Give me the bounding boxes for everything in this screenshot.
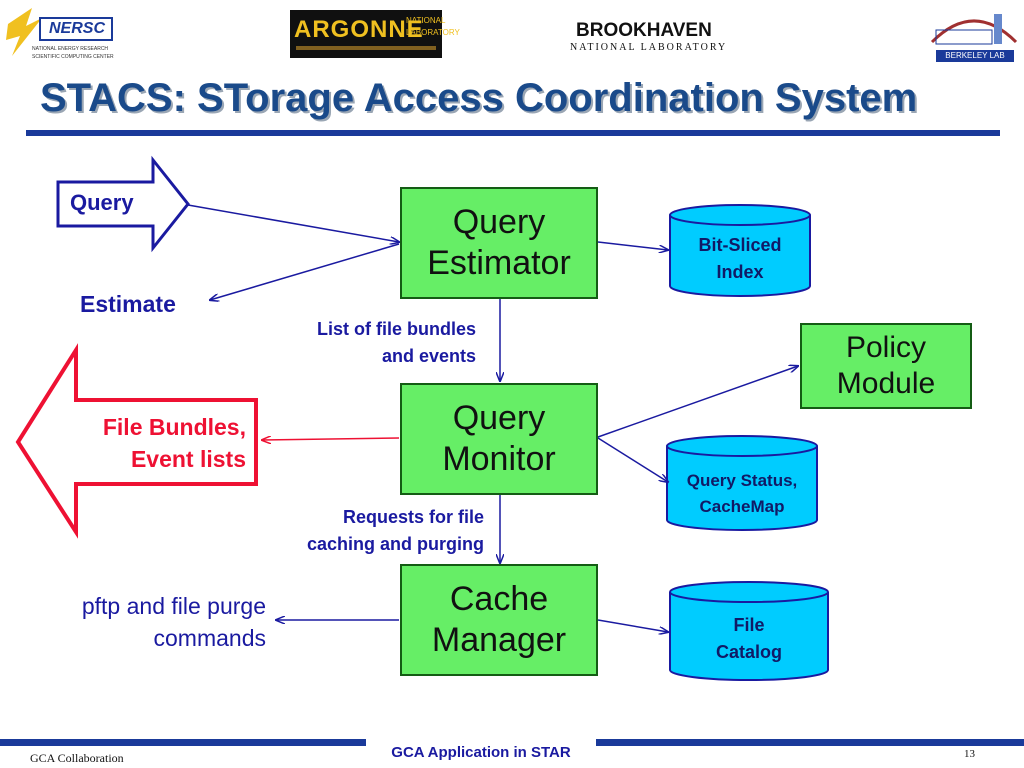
argonne-fine-print — [296, 46, 436, 50]
berkeley-emblem — [930, 14, 1018, 45]
list-of-bundles-label: List of file bundles and events — [262, 316, 476, 370]
berkeley-wordmark: BERKELEY LAB — [945, 51, 1005, 60]
nersc-subtitle-2: SCIENTIFIC COMPUTING CENTER — [32, 54, 114, 60]
query-to-estimator-arrow — [187, 204, 399, 242]
bit-sliced-index-label-1: Bit-Sliced — [698, 235, 782, 255]
query-estimator-label-1: Query — [452, 203, 546, 242]
footer-bar-left — [0, 739, 366, 746]
file-catalog-label: File Catalog — [670, 612, 828, 666]
pftp-label-2: commands — [153, 625, 266, 652]
argonne-side-2: LABORATORY — [406, 28, 460, 37]
estimator-to-estimate-arrow — [210, 243, 400, 300]
requests-label-1: Requests for file — [342, 507, 484, 527]
file-catalog-label-1: File — [733, 615, 765, 635]
title-rule — [26, 130, 1000, 136]
file-bundles-label: File Bundles, Event lists — [60, 411, 246, 475]
query-status-label-1: Query Status, — [686, 471, 798, 490]
nersc-emblem — [6, 8, 113, 56]
page-title: STACS: STorage Access Coordination Syste… — [40, 76, 918, 120]
footer-left: GCA Collaboration — [30, 751, 124, 765]
monitor-to-policy-arrow — [597, 366, 798, 438]
nersc-logo: NERSC NATIONAL ENERGY RESEARCH SCIENTIFI… — [2, 4, 120, 66]
cache-manager-label-1: Cache — [449, 580, 549, 619]
file-bundles-output-arrow — [15, 343, 258, 539]
file-bundles-label-2: Event lists — [130, 446, 246, 473]
monitor-to-bundles-arrow — [262, 438, 400, 440]
argonne-side-1: NATIONAL — [406, 16, 446, 25]
policy-module-box: Policy Module — [800, 323, 972, 409]
file-catalog-cylinder — [669, 581, 829, 681]
nersc-wordmark: NERSC — [48, 20, 105, 37]
bit-sliced-index-label-2: Index — [716, 262, 764, 282]
estimate-label: Estimate — [80, 291, 176, 317]
pftp-label-1: pftp and file purge — [81, 593, 266, 619]
cache-manager-label-2: Manager — [431, 621, 567, 659]
requests-label: Requests for file caching and purging — [240, 504, 484, 558]
list-of-bundles-label-2: and events — [381, 346, 476, 366]
monitor-to-status-arrow — [597, 437, 668, 482]
query-status-cylinder — [666, 435, 818, 531]
pftp-label: pftp and file purge commands — [20, 590, 266, 654]
query-estimator-box: Query Estimator — [400, 187, 598, 299]
query-input-arrow — [56, 155, 190, 253]
page-number: 13 — [964, 748, 975, 760]
nersc-subtitle-1: NATIONAL ENERGY RESEARCH — [32, 46, 109, 52]
cache-to-catalog-arrow — [597, 619, 668, 632]
estimator-to-index-arrow — [597, 241, 668, 250]
bit-sliced-index-label: Bit-Sliced Index — [670, 232, 810, 286]
file-catalog-label-2: Catalog — [715, 642, 782, 662]
list-of-bundles-label-1: List of file bundles — [316, 319, 476, 339]
policy-module-label-1: Policy — [845, 331, 927, 364]
query-status-label-2: CacheMap — [699, 496, 785, 516]
file-bundles-label-1: File Bundles, — [102, 414, 246, 440]
query-estimator-label-2: Estimator — [427, 244, 571, 282]
footer-center: GCA Application in STAR — [391, 744, 571, 761]
query-monitor-box: Query Monitor — [400, 383, 598, 495]
query-monitor-label-2: Monitor — [442, 440, 556, 478]
query-monitor-label-1: Query — [452, 399, 546, 438]
brookhaven-logo: BROOKHAVEN NATIONAL LABORATORY — [562, 18, 738, 58]
brookhaven-wordmark: BROOKHAVEN — [576, 20, 712, 41]
brookhaven-subtitle: NATIONAL LABORATORY — [570, 42, 728, 53]
cache-manager-box: Cache Manager — [400, 564, 598, 676]
berkeley-band — [936, 50, 1014, 62]
query-input-label: Query — [70, 190, 134, 215]
footer-bar-right — [596, 739, 1024, 746]
argonne-logo: ARGONNE NATIONAL LABORATORY — [290, 10, 460, 58]
bit-sliced-index-cylinder — [669, 204, 811, 297]
argonne-wordmark: ARGONNE — [294, 16, 424, 43]
query-status-label: Query Status, CacheMap — [667, 468, 817, 519]
requests-label-2: caching and purging — [306, 534, 484, 554]
policy-module-label-2: Module — [836, 367, 936, 400]
berkeley-lab-logo: BERKELEY LAB — [928, 6, 1020, 64]
